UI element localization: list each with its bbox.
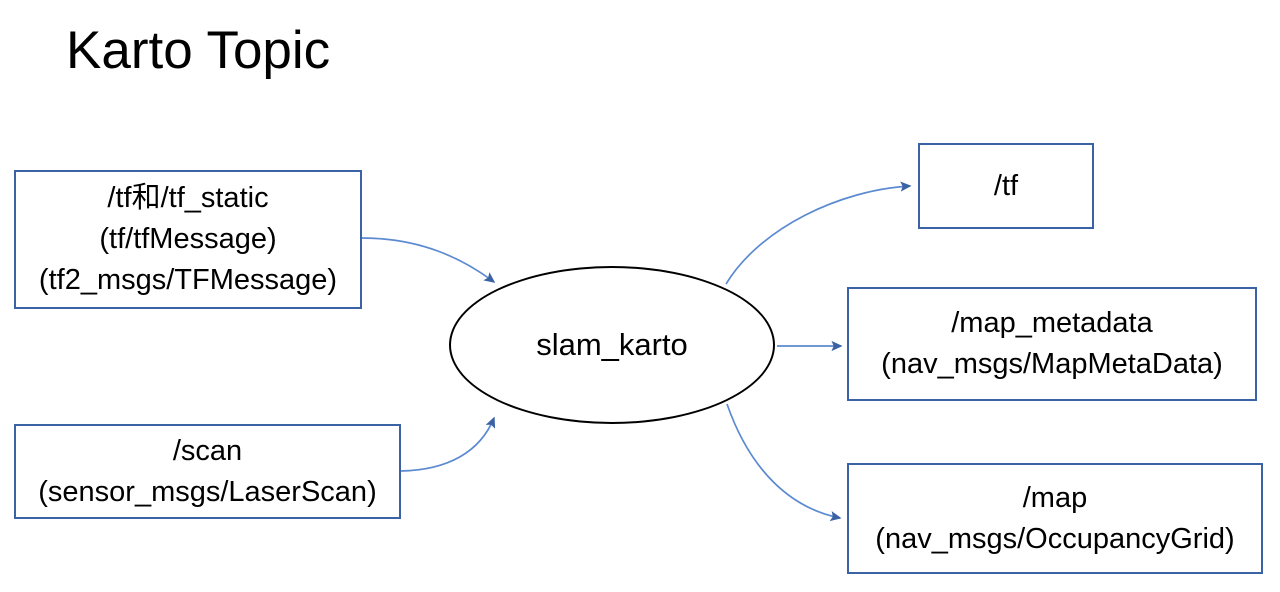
topic-box-tf-input-line-2: (tf/tfMessage) [99, 223, 277, 255]
topic-box-scan-input-line-2: (sensor_msgs/LaserScan) [38, 475, 377, 508]
edge-tf-input-to-slam-karto [361, 237, 496, 283]
topic-box-scan-input[interactable]: /scan (sensor_msgs/LaserScan) [14, 424, 401, 519]
node-slam-karto-label: slam_karto [536, 327, 688, 362]
edge-scan-input-to-slam-karto [400, 416, 496, 472]
node-slam-karto[interactable]: slam_karto [449, 266, 775, 424]
topic-box-map-metadata[interactable]: /map_metadata (nav_msgs/MapMetaData) [847, 287, 1257, 401]
topic-box-map-metadata-line-1: /map_metadata [951, 307, 1153, 339]
page-title: Karto Topic [66, 21, 331, 80]
topic-box-map-line-1: /map [1022, 481, 1088, 514]
topic-box-scan-input-line-1: /scan [172, 434, 243, 467]
topic-box-tf-input[interactable]: /tf和/tf_static (tf/tfMessage) (tf2_msgs/… [14, 170, 362, 309]
topic-box-map-line-2: (nav_msgs/OccupancyGrid) [875, 522, 1235, 555]
topic-box-map-metadata-line-2: (nav_msgs/MapMetaData) [881, 348, 1223, 380]
topic-box-tf-output[interactable]: /tf [918, 143, 1094, 229]
topic-box-map[interactable]: /map (nav_msgs/OccupancyGrid) [847, 463, 1263, 574]
edge-slam-karto-to-tf-output [725, 181, 912, 285]
topic-box-tf-output-line-1: /tf [993, 169, 1019, 202]
topic-box-tf-input-line-1: /tf和/tf_static [107, 182, 269, 214]
topic-box-tf-input-line-3: (tf2_msgs/TFMessage) [38, 264, 338, 296]
edge-slam-karto-to-map [726, 403, 842, 522]
